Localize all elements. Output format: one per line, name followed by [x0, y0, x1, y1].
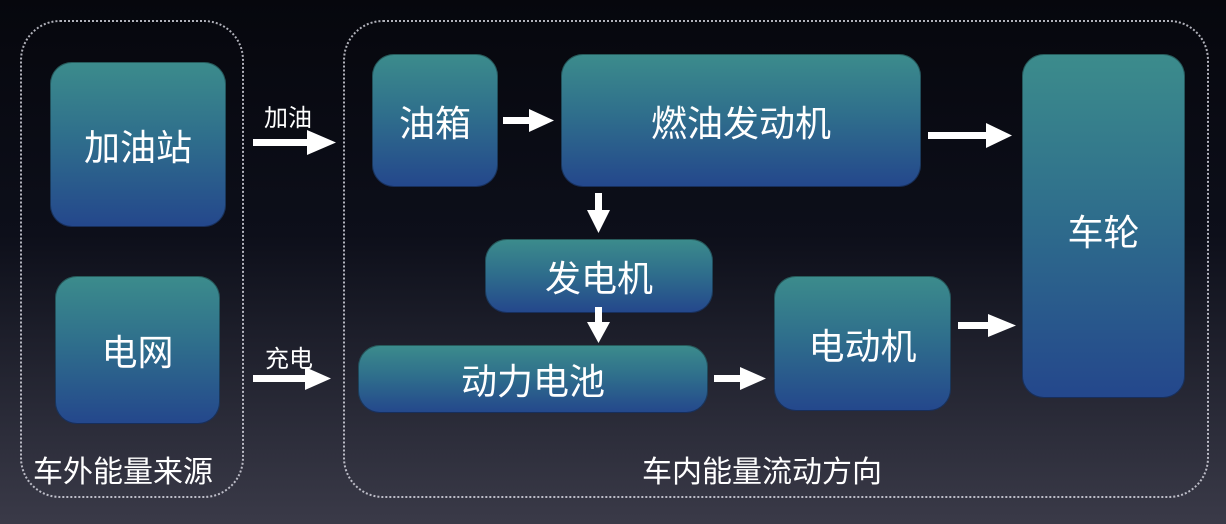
- power-grid-node: 电网: [55, 276, 220, 424]
- motor-node: 电动机: [774, 276, 951, 411]
- gas-station-node: 加油站: [50, 62, 226, 227]
- external-energy-label: 车外能量来源: [33, 455, 213, 490]
- internal-energy-group: [343, 20, 1209, 498]
- generator-node: 发电机: [485, 239, 713, 313]
- arrow-charge-to-battery: [253, 367, 331, 390]
- arrow-engine-to-generator: [587, 193, 610, 233]
- wheels-node: 车轮: [1022, 54, 1185, 398]
- arrow-tank-to-engine: [503, 109, 554, 132]
- external-energy-group: [20, 20, 244, 498]
- fuel-tank-node: 油箱: [372, 54, 498, 187]
- battery-node: 动力电池: [358, 345, 708, 413]
- arrow-refuel-to-tank: [253, 130, 336, 155]
- arrow-generator-to-battery: [587, 307, 610, 343]
- arrow-battery-to-motor: [714, 367, 766, 390]
- internal-energy-label: 车内能量流动方向: [642, 455, 882, 490]
- refuel-label: 加油: [264, 104, 312, 132]
- arrow-engine-to-wheels: [928, 123, 1012, 148]
- engine-node: 燃油发动机: [561, 54, 921, 187]
- arrow-motor-to-wheels: [958, 314, 1016, 337]
